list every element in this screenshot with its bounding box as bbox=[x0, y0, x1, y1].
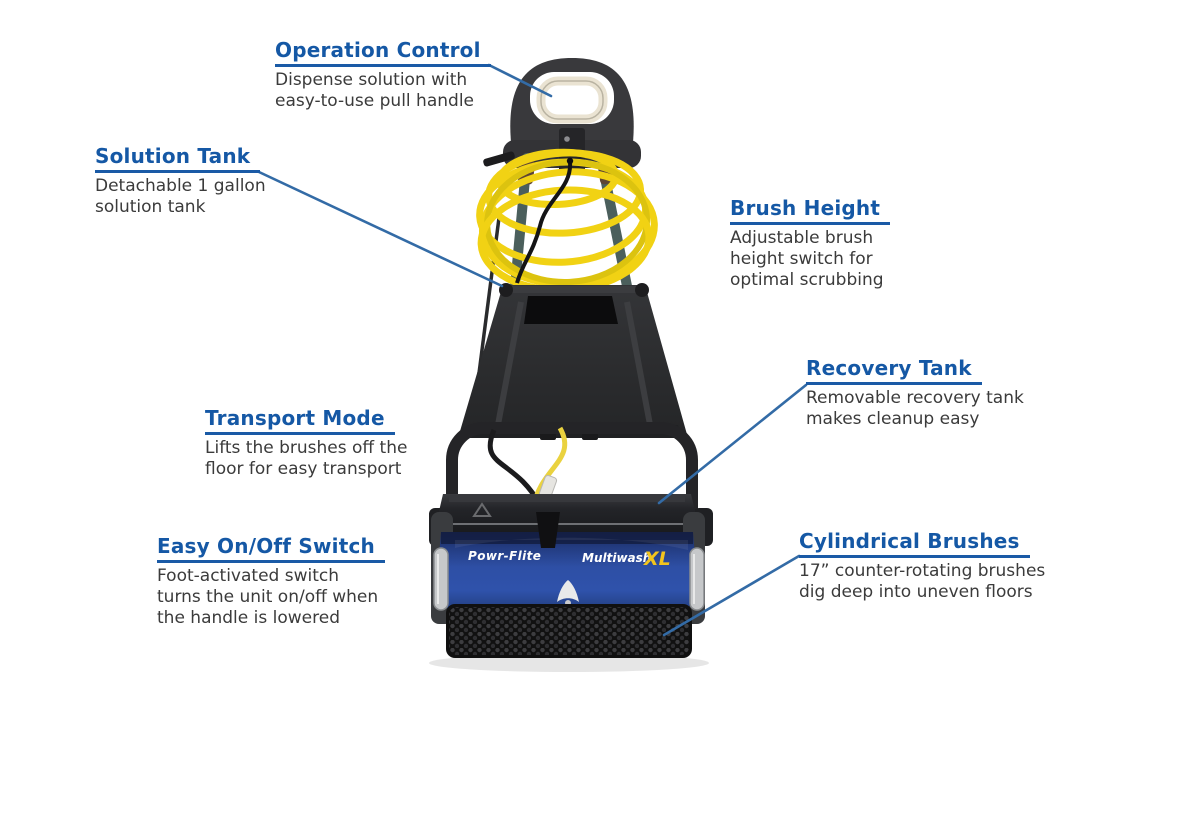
callout-transport-mode: Transport Mode Lifts the brushes off the… bbox=[205, 406, 407, 480]
callout-solution-tank: Solution Tank Detachable 1 gallon soluti… bbox=[95, 144, 266, 218]
leader-line-cylindrical-brushes bbox=[662, 554, 801, 637]
side-roller-left bbox=[433, 547, 449, 611]
callout-easy-on-off-switch: Easy On/Off Switch Foot-activated switch… bbox=[157, 534, 385, 629]
callout-title: Recovery Tank bbox=[806, 356, 982, 385]
leader-line-recovery-tank bbox=[657, 383, 808, 505]
callout-title: Operation Control bbox=[275, 38, 491, 67]
callout-brush-height: Brush Height Adjustable brush height swi… bbox=[730, 196, 891, 291]
callout-description: Removable recovery tank makes cleanup ea… bbox=[806, 388, 1024, 429]
callout-title: Easy On/Off Switch bbox=[157, 534, 385, 563]
callout-cylindrical-brushes: Cylindrical Brushes 17” counter-rotating… bbox=[799, 529, 1045, 603]
floor-shadow bbox=[429, 654, 709, 672]
callout-description: Lifts the brushes off the floor for easy… bbox=[205, 438, 408, 479]
cord-hook bbox=[483, 151, 515, 167]
side-roller-right bbox=[689, 547, 705, 611]
recovery-tank-body bbox=[458, 283, 688, 440]
callout-description: 17” counter-rotating brushes dig deep in… bbox=[799, 561, 1046, 602]
arrow-emblem bbox=[557, 580, 579, 602]
tank-opening bbox=[524, 296, 618, 324]
lid-arrow-mark bbox=[472, 502, 492, 517]
cable-boot bbox=[536, 512, 560, 548]
model-suffix: XL bbox=[643, 548, 671, 570]
base-lid bbox=[437, 494, 697, 532]
control-cable bbox=[515, 161, 573, 284]
power-cord-coil bbox=[476, 148, 658, 294]
callout-description: Detachable 1 gallon solution tank bbox=[95, 176, 266, 217]
handle-loop bbox=[483, 58, 641, 172]
callout-title: Solution Tank bbox=[95, 144, 261, 173]
brand-logo: Powr-Flite bbox=[468, 549, 541, 563]
callout-recovery-tank: Recovery Tank Removable recovery tank ma… bbox=[806, 356, 1024, 430]
callout-description: Dispense solution with easy-to-use pull … bbox=[275, 70, 474, 111]
callout-description: Foot-activated switch turns the unit on/… bbox=[157, 566, 379, 628]
leader-line-solution-tank bbox=[257, 170, 504, 288]
base-housing bbox=[439, 532, 695, 610]
brush-texture bbox=[449, 607, 689, 655]
callout-title: Transport Mode bbox=[205, 406, 395, 435]
callout-operation-control: Operation Control Dispense solution with… bbox=[275, 38, 491, 112]
leader-lines bbox=[257, 63, 808, 637]
leader-line-operation-control bbox=[487, 63, 553, 98]
callout-description: Adjustable brush height switch for optim… bbox=[730, 228, 884, 290]
base-unit: Powr-Flite Multiwash XL bbox=[429, 494, 713, 658]
callout-title: Cylindrical Brushes bbox=[799, 529, 1030, 558]
callout-title: Brush Height bbox=[730, 196, 891, 225]
model-name: Multiwash bbox=[582, 551, 651, 565]
